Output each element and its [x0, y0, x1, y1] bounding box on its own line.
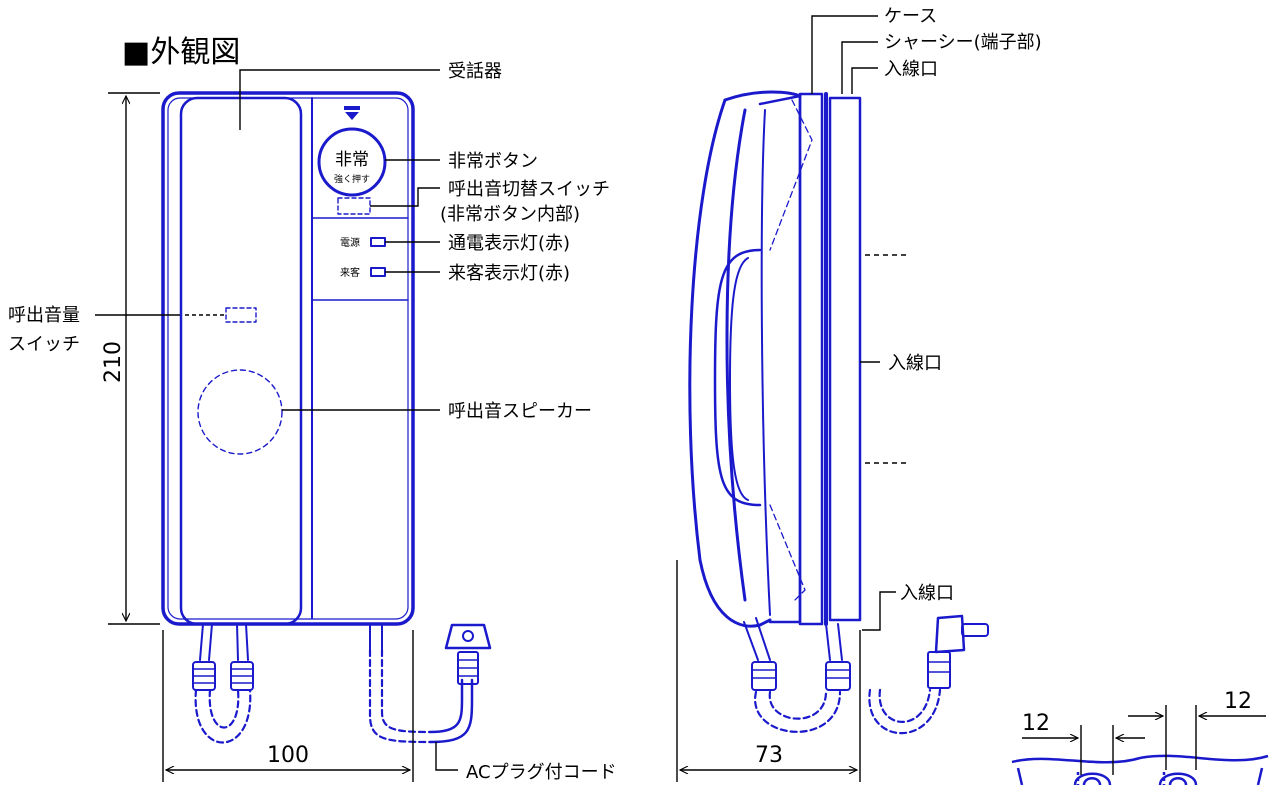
speaker-label: 呼出音スピーカー	[448, 401, 592, 422]
visitor-lamp-shape	[370, 267, 386, 277]
ac-cord-label: ACプラグ付コード	[466, 762, 617, 783]
side-inlet-middle-label: 入線口	[888, 353, 942, 374]
width-dimension: 100	[267, 743, 309, 768]
visitor-lamp-small-label: 来客	[340, 266, 360, 279]
side-leader-lines	[676, 15, 910, 782]
side-inlet-bottom-label: 入線口	[900, 583, 954, 604]
power-lamp-label: 通電表示灯(赤)	[448, 233, 570, 254]
handset-shape	[179, 96, 303, 626]
speaker-hidden	[197, 369, 283, 455]
bottom-right-dimension: 12	[1224, 689, 1252, 714]
visitor-lamp-label: 来客表示灯(赤)	[448, 263, 570, 284]
side-view	[688, 90, 989, 735]
handset-label: 受話器	[448, 61, 502, 82]
emergency-button-subtext: 強く押す	[334, 173, 370, 185]
emergency-button-label: 非常ボタン	[448, 151, 538, 172]
ring-switch-sublabel: (非常ボタン内部)	[440, 204, 580, 225]
front-view	[161, 91, 492, 744]
front-leader-lines	[95, 69, 458, 782]
emergency-button-text: 非常	[335, 150, 369, 170]
side-case-label: ケース	[884, 6, 937, 27]
side-chassis-label: シャーシー(端子部)	[884, 32, 1042, 53]
bottom-detail-view	[1011, 754, 1269, 786]
side-chassis	[828, 96, 862, 622]
side-case	[798, 92, 824, 626]
front-case	[161, 91, 415, 626]
ring-switch-label: 呼出音切替スイッチ	[448, 179, 610, 200]
volume-switch-sublabel: スイッチ	[8, 334, 80, 355]
volume-switch-hidden	[225, 307, 257, 323]
power-lamp-small-label: 電源	[340, 236, 360, 249]
bottom-detail-dimension-lines	[1022, 705, 1266, 775]
emergency-button-shape	[317, 127, 387, 197]
ring-switch-hidden	[337, 197, 371, 215]
power-lamp-shape	[370, 237, 386, 247]
volume-switch-label: 呼出音量	[8, 305, 80, 326]
depth-dimension: 73	[755, 743, 783, 768]
height-dimension: 210	[101, 341, 126, 383]
page-title: ■外観図	[122, 35, 240, 70]
side-inlet-top-label: 入線口	[884, 59, 938, 80]
bottom-left-dimension: 12	[1022, 711, 1050, 736]
